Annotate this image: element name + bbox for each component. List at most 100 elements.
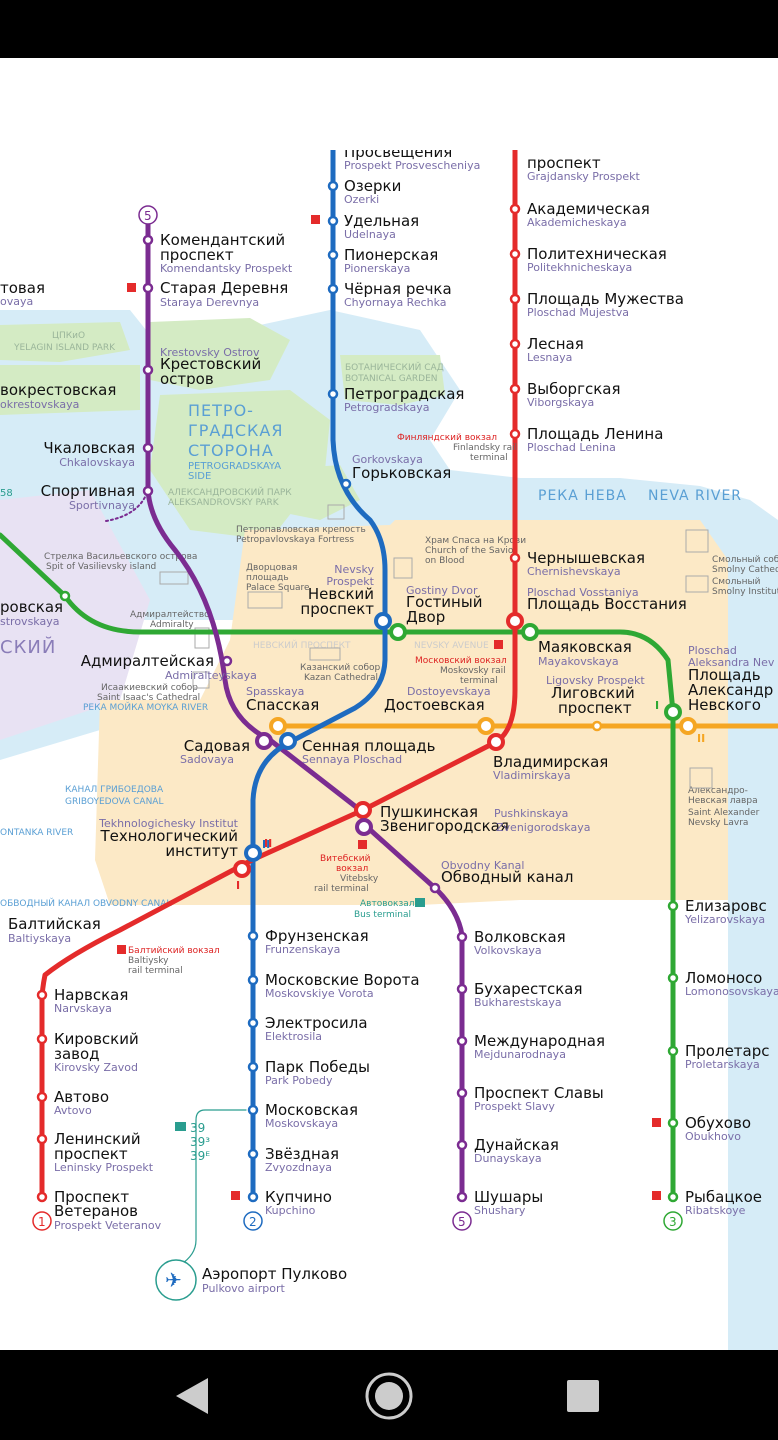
station-dot[interactable] [36,989,48,1001]
transfers[interactable] [233,612,697,878]
station-tekhnolog[interactable]: Tekhnologichesky InstitutТехнологический… [98,817,239,860]
station-dot[interactable] [327,249,339,261]
station-dot[interactable] [456,1087,468,1099]
station-dot[interactable] [509,338,521,350]
station-dot[interactable] [456,1139,468,1151]
station-dot[interactable] [36,1091,48,1103]
station-dot[interactable] [247,930,259,942]
station-dot[interactable] [509,428,521,440]
station-dot[interactable] [591,720,603,732]
station-dot[interactable] [667,1117,679,1129]
station-dot[interactable] [340,478,352,490]
station-dot[interactable] [509,248,521,260]
station-dot[interactable] [509,552,521,564]
station-dot[interactable] [667,1045,679,1057]
station-dot[interactable] [667,1191,679,1203]
station-dot[interactable] [509,203,521,215]
station-dot[interactable] [247,1104,259,1116]
station-dot[interactable] [667,900,679,912]
station-dot[interactable] [456,1035,468,1047]
station-dot[interactable] [59,590,71,602]
station-dot[interactable] [429,882,441,894]
station-dot[interactable] [247,1017,259,1029]
station-dot[interactable] [142,442,154,454]
station-dot[interactable] [327,388,339,400]
station-dot[interactable] [456,1191,468,1203]
station-dot[interactable] [36,1133,48,1145]
metro-map[interactable]: РЕКА НЕВА NEVA RIVER РЕКА МОЙКА MOYKA RI… [0,150,778,1350]
station-dot[interactable] [142,364,154,376]
station-dot[interactable] [142,234,154,246]
metro-map-svg[interactable]: РЕКА НЕВА NEVA RIVER РЕКА МОЙКА MOYKA RI… [0,150,778,1350]
back-icon[interactable] [164,1368,220,1424]
station-dot[interactable] [247,1061,259,1073]
airport[interactable]: 39 39³ 39ᴱ ✈ Аэропорт Пулково Pulkovo ai… [155,1121,347,1301]
station-dot[interactable] [509,293,521,305]
station-dot[interactable] [142,485,154,497]
station-dot[interactable] [456,983,468,995]
station-dot[interactable] [327,283,339,295]
station-dot[interactable] [327,180,339,192]
station-dot[interactable] [327,215,339,227]
station-dot[interactable] [221,655,233,667]
station-dot[interactable] [509,383,521,395]
station-dot[interactable] [36,1191,48,1203]
station-dot[interactable] [36,1033,48,1045]
station-dot[interactable] [456,931,468,943]
recents-icon[interactable] [555,1368,611,1424]
